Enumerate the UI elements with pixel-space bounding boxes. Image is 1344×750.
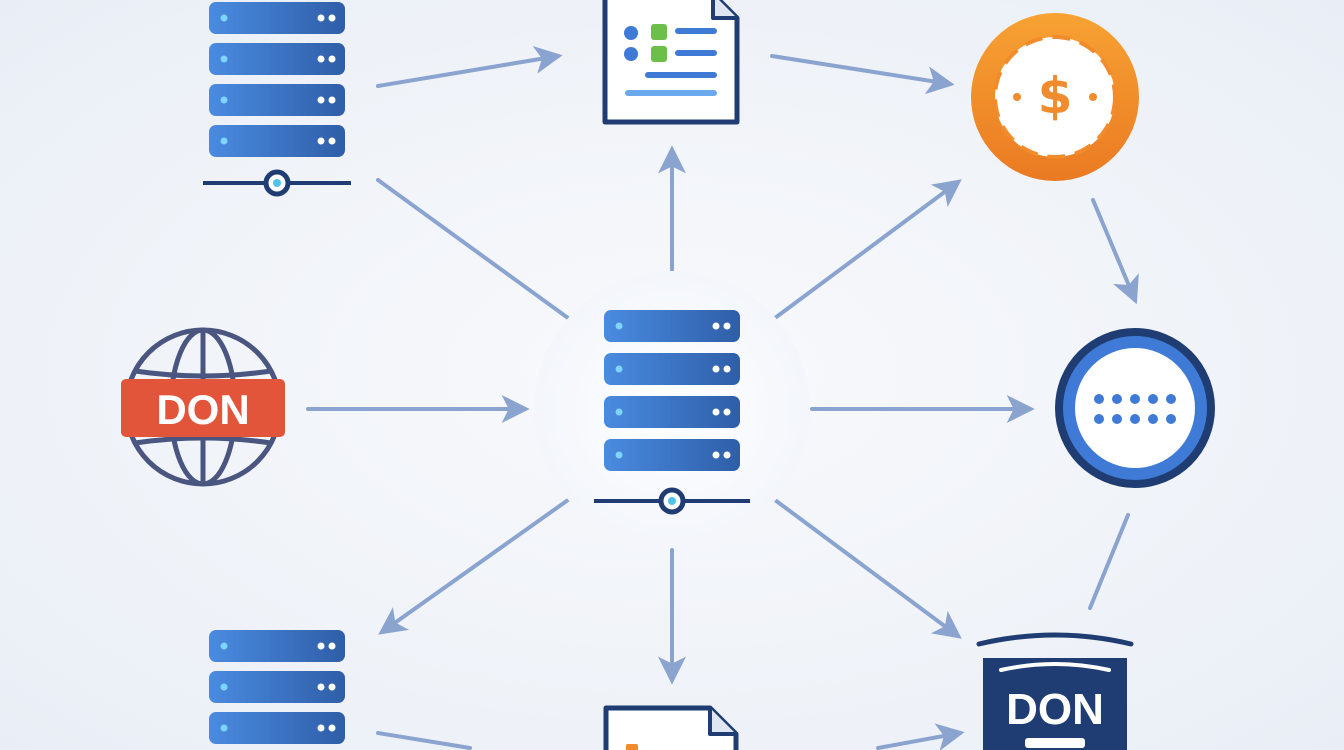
server-rack-icon: [209, 630, 345, 744]
document-icon: [603, 705, 739, 750]
document-icon: [602, 0, 740, 125]
line-dots-to-shield: [1088, 513, 1130, 610]
arrow-document-bottom-to-shield: [876, 723, 965, 750]
arrow-document-to-coin: [770, 54, 955, 95]
keypad-circle-icon: [1055, 328, 1215, 488]
arrow-center-to-server-bottom: [378, 498, 570, 635]
shield-label-text: DON: [1006, 685, 1104, 734]
globe-label-badge: DON: [121, 379, 285, 437]
arrow-server-bottom-to-document-bottom: [376, 731, 472, 750]
arrow-server-to-document: [376, 46, 563, 88]
svg-text:$: $: [1038, 67, 1073, 125]
central-server-node: [534, 271, 810, 547]
server-rack-icon: [594, 310, 750, 515]
dollar-coin-icon: $: [971, 13, 1139, 181]
arrow-server-to-center: [376, 178, 570, 320]
globe-label-text: DON: [156, 386, 249, 433]
arrow-coin-to-dots: [1091, 198, 1139, 305]
server-rack-icon: [203, 2, 351, 197]
arrows: [306, 46, 1139, 750]
arrow-center-to-shield: [773, 498, 962, 639]
shield-icon: DON: [976, 632, 1134, 750]
arrow-center-to-coin: [773, 179, 962, 320]
